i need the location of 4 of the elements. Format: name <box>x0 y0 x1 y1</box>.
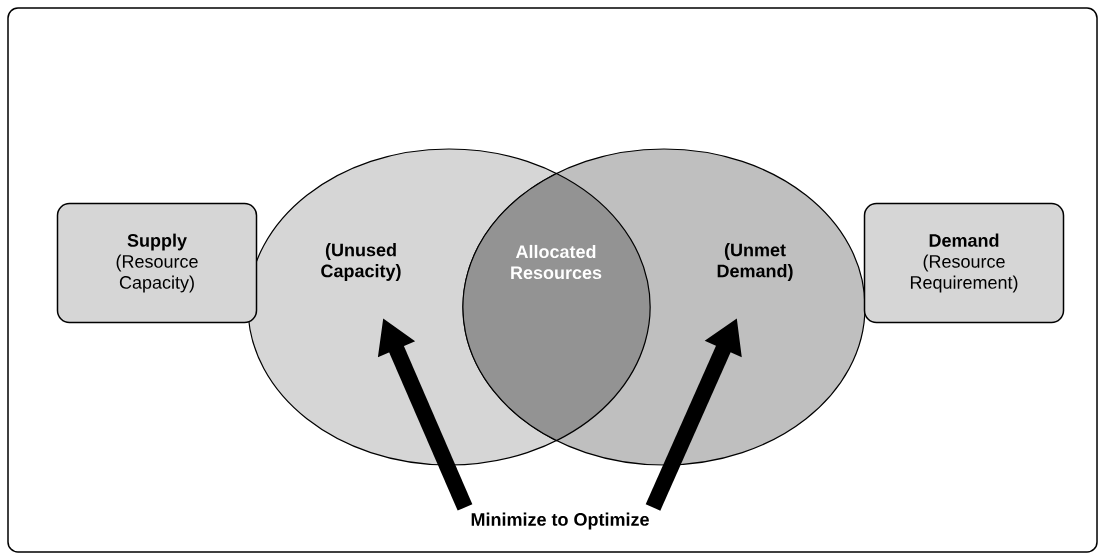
label-box: Supply (Resource Capacity) <box>56 202 258 324</box>
caption-text: Minimize to Optimize <box>471 512 649 530</box>
label-box: Demand (Resource Requirement) <box>863 202 1065 324</box>
overlap-region: Allocated Resources <box>462 172 651 442</box>
